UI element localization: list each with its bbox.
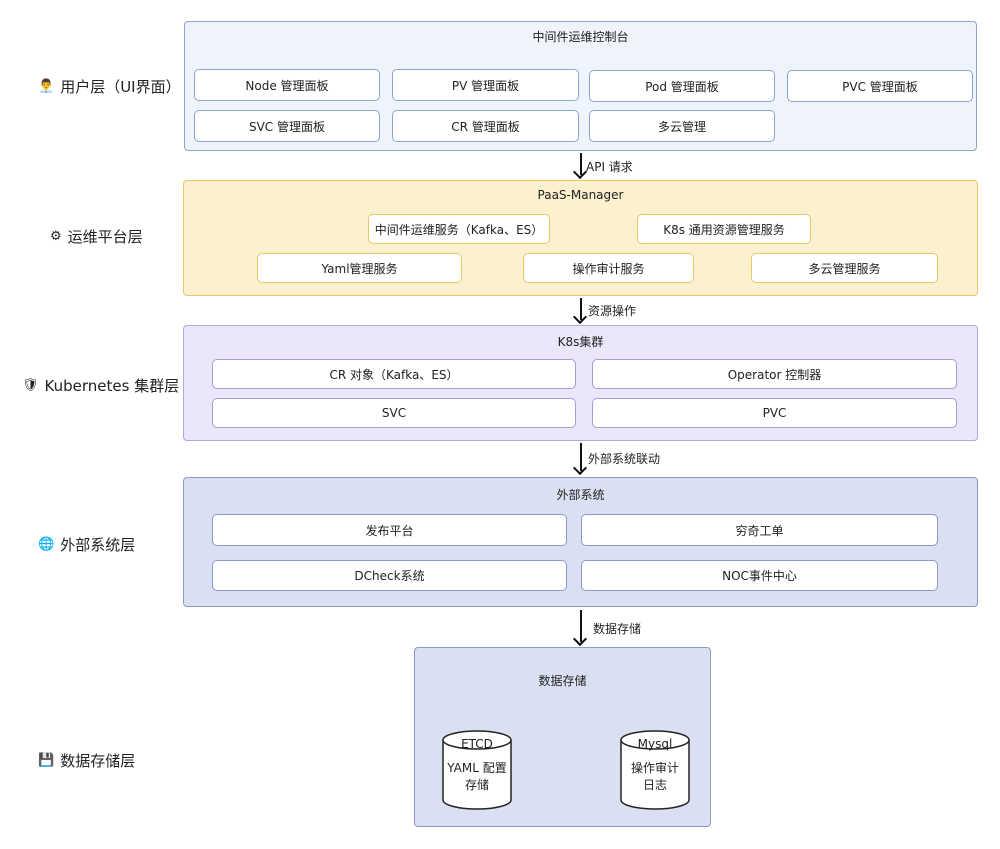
mysql-cylinder: Mysql 操作审计 日志 <box>620 730 690 812</box>
floppy-disk-icon: 💾 <box>38 753 55 768</box>
layer-store-text: 数据存储层 <box>60 752 136 770</box>
audit-service-box: 操作审计服务 <box>523 253 694 283</box>
k8s-panel-title: K8s集群 <box>557 335 604 349</box>
layer-ext-text: 外部系统层 <box>60 536 136 554</box>
layer-label-store: 💾 数据存储层 <box>38 750 135 771</box>
multicloud-service-box: 多云管理服务 <box>751 253 938 283</box>
mysql-desc-line2: 日志 <box>642 778 667 792</box>
layer-k8s-text: Kubernetes 集群层 <box>44 377 180 395</box>
mysql-desc-line1: 操作审计 <box>630 761 679 775</box>
ext-panel: 外部系统 发布平台 穷奇工单 DCheck系统 NOC事件中心 <box>183 477 978 607</box>
globe-icon: 🌐 <box>38 537 55 552</box>
pv-panel-box: PV 管理面板 <box>392 69 579 101</box>
k8s-panel: K8s集群 CR 对象（Kafka、ES） Operator 控制器 SVC P… <box>183 325 978 441</box>
layer-ops-text: 运维平台层 <box>67 228 143 246</box>
release-platform-box: 发布平台 <box>212 514 567 546</box>
qiongqi-ticket-box: 穷奇工单 <box>581 514 938 546</box>
pvc-box: PVC <box>592 398 957 428</box>
etcd-desc-line2: 存储 <box>464 778 489 792</box>
k8s-resource-service-box: K8s 通用资源管理服务 <box>637 214 811 244</box>
svc-panel-box: SVC 管理面板 <box>194 110 380 142</box>
operator-controller-box: Operator 控制器 <box>592 359 957 389</box>
multicloud-panel-box: 多云管理 <box>589 110 775 142</box>
layer-label-user: 👨‍💼 用户层（UI界面） <box>38 76 181 97</box>
arrow-label-ext: 外部系统联动 <box>588 452 661 466</box>
user-icon: 👨‍💼 <box>38 79 55 94</box>
etcd-desc-line1: YAML 配置 <box>447 761 507 775</box>
user-panel-title: 中间件运维控制台 <box>532 30 629 44</box>
ops-panel-title: PaaS-Manager <box>537 188 624 202</box>
dcheck-system-box: DCheck系统 <box>212 560 567 591</box>
arrow-resource-op <box>580 298 582 320</box>
ext-panel-title: 外部系统 <box>556 488 605 502</box>
arrow-label-storage: 数据存储 <box>593 622 642 636</box>
layer-label-ops: ⚙ 运维平台层 <box>50 226 143 247</box>
etcd-name: ETCD <box>461 737 493 751</box>
mysql-desc: 操作审计 日志 <box>620 760 690 794</box>
arrow-label-api: API 请求 <box>586 160 633 174</box>
layer-label-k8s: 🛡 Kubernetes 集群层 <box>22 375 179 396</box>
shield-icon: 🛡 <box>22 378 39 393</box>
noc-event-center-box: NOC事件中心 <box>581 560 938 591</box>
storage-panel-title: 数据存储 <box>538 674 587 688</box>
cr-panel-box: CR 管理面板 <box>392 110 579 142</box>
cr-object-box: CR 对象（Kafka、ES） <box>212 359 576 389</box>
user-panel: 中间件运维控制台 Node 管理面板 PV 管理面板 Pod 管理面板 PVC … <box>184 21 977 151</box>
arrow-label-resource: 资源操作 <box>588 304 637 318</box>
arrow-api-request <box>580 153 582 175</box>
svc-box: SVC <box>212 398 576 428</box>
mysql-name: Mysql <box>637 737 673 751</box>
layer-label-ext: 🌐 外部系统层 <box>38 534 135 555</box>
node-panel-box: Node 管理面板 <box>194 69 380 101</box>
pvc-panel-box: PVC 管理面板 <box>787 70 973 102</box>
gear-icon: ⚙ <box>50 229 62 244</box>
middleware-ops-service-box: 中间件运维服务（Kafka、ES） <box>368 214 550 244</box>
etcd-desc: YAML 配置 存储 <box>442 760 512 794</box>
ops-panel: PaaS-Manager 中间件运维服务（Kafka、ES） K8s 通用资源管… <box>183 180 978 296</box>
storage-panel: 数据存储 ETCD YAML 配置 存储 Mysql 操作审计 日志 <box>414 647 711 827</box>
arrow-ext-linkage <box>580 443 582 471</box>
pod-panel-box: Pod 管理面板 <box>589 70 775 102</box>
layer-user-text: 用户层（UI界面） <box>60 78 181 96</box>
arrow-data-storage <box>580 610 582 642</box>
yaml-service-box: Yaml管理服务 <box>257 253 462 283</box>
etcd-cylinder: ETCD YAML 配置 存储 <box>442 730 512 812</box>
